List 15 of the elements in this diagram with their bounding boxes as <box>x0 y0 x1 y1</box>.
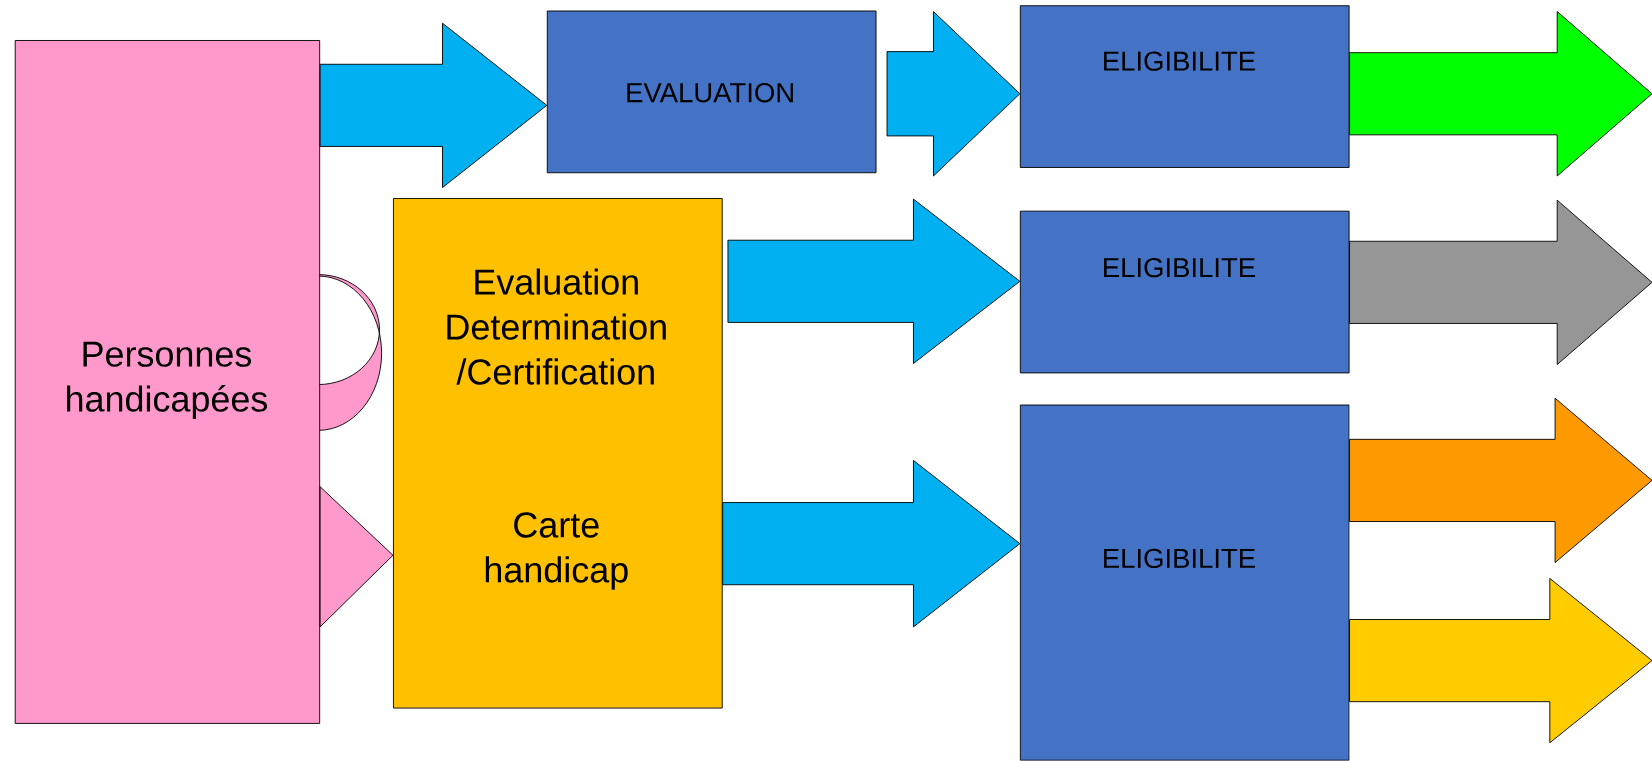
block-arrow <box>886 11 1021 177</box>
block-arrow <box>1349 397 1652 564</box>
process-box: ELIGIBILITE <box>1019 210 1350 374</box>
process-box: ELIGIBILITE <box>1019 404 1350 761</box>
group-box: Personnes handicapées <box>14 40 383 725</box>
block-arrow <box>727 198 1021 365</box>
block-arrow <box>722 460 1021 628</box>
block-arrow <box>1349 578 1652 744</box>
block-arrow <box>1349 11 1652 177</box>
arrowhead <box>319 486 394 628</box>
block-arrow <box>1349 199 1652 366</box>
process-box: ELIGIBILITE <box>1019 5 1350 169</box>
process-box: EVALUATION <box>546 10 877 174</box>
block-arrow <box>319 22 548 189</box>
process-box: Evaluation Determination /Certification Carte handicap <box>393 198 723 709</box>
